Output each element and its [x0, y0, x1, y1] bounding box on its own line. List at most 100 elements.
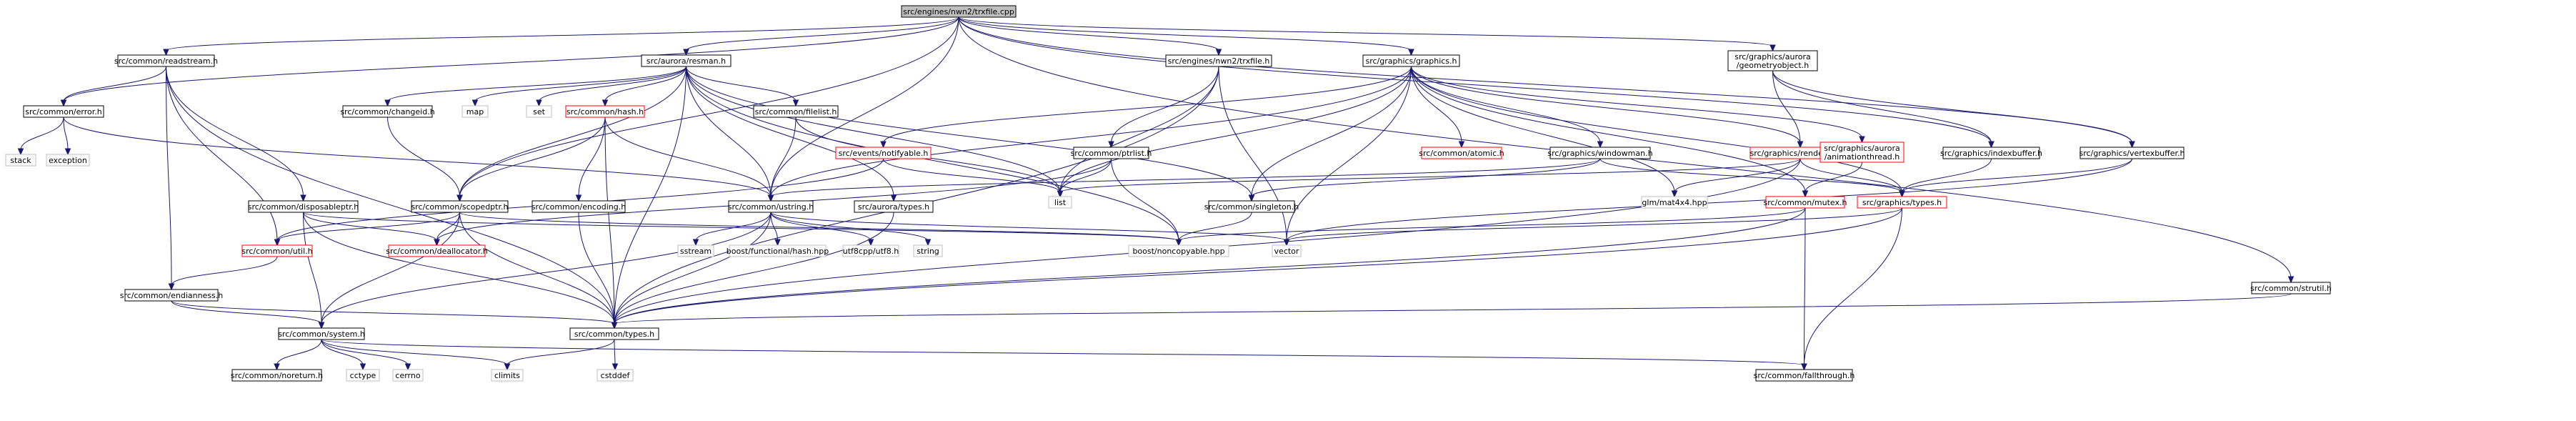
node-resman[interactable]: src/aurora/resman.h	[641, 54, 732, 67]
node-label: boost/functional/hash.hpp	[727, 247, 829, 256]
node-box	[1819, 142, 1904, 163]
edge-graphicsh-to-ustring	[767, 66, 1412, 202]
node-gtypes[interactable]: src/graphics/types.h	[1857, 196, 1947, 209]
node-encoding[interactable]: src/common/encoding.h	[531, 200, 626, 213]
edge-root-to-geomobj	[958, 16, 1776, 52]
edge-resman-to-scopedptr	[456, 66, 687, 202]
node-box	[728, 200, 814, 213]
node-mutex[interactable]: src/common/mutex.h	[1764, 196, 1847, 209]
node-label: src/common/deallocator.h	[386, 247, 488, 256]
node-label: src/aurora/types.h	[858, 202, 929, 212]
edge-nwn2trxh-to-vector	[1218, 66, 1290, 247]
edge-system-to-cctype	[321, 339, 366, 371]
node-windowman[interactable]: src/graphics/windowman.h	[1547, 147, 1653, 159]
node-ctypes[interactable]: src/common/types.h	[569, 327, 659, 340]
node-atomic[interactable]: src/common/atomic.h	[1419, 147, 1504, 159]
node-box	[1073, 147, 1149, 159]
node-auroratypes[interactable]: src/aurora/types.h	[854, 200, 934, 213]
node-climits: climits	[491, 369, 524, 382]
node-label: list	[1054, 198, 1067, 207]
node-ustring[interactable]: src/common/ustring.h	[728, 200, 814, 213]
edge-ustring-to-string	[770, 212, 932, 247]
edge-vertexbuffer-to-vector	[1283, 158, 2132, 247]
node-label: src/common/disposableptr.h	[248, 202, 359, 212]
edge-graphicsh-to-vector	[1283, 66, 1412, 247]
node-indexbuffer[interactable]: src/graphics/indexbuffer.h	[1940, 147, 2042, 159]
node-geomobj[interactable]: src/graphics/aurora/geometryobject.h	[1727, 50, 1818, 71]
node-label: src/common/ustring.h	[728, 202, 814, 212]
node-label: src/common/filelist.h	[755, 107, 837, 117]
node-graphicsh[interactable]: src/graphics/graphics.h	[1362, 54, 1460, 67]
node-root[interactable]: src/engines/nwn2/trxfile.cpp	[901, 5, 1017, 18]
arrowhead	[434, 239, 440, 247]
node-box	[392, 369, 424, 382]
node-readstream[interactable]: src/common/readstream.h	[114, 54, 218, 67]
node-box	[641, 54, 732, 67]
node-label: boost/noncopyable.hpp	[1132, 247, 1224, 256]
node-util[interactable]: src/common/util.h	[241, 244, 313, 257]
node-singleton[interactable]: src/common/singleton.h	[1204, 200, 1299, 213]
node-cstddef: cstddef	[596, 369, 634, 382]
node-vertexbuffer[interactable]: src/graphics/vertexbuffer.h	[2080, 147, 2185, 159]
node-sstream: sstream	[677, 244, 714, 257]
edge-graphicsh-to-notifyable	[880, 66, 1412, 149]
node-label: src/graphics/aurora	[1734, 52, 1811, 61]
node-changeid[interactable]: src/common/changeid.h	[340, 105, 435, 118]
node-system[interactable]: src/common/system.h	[278, 327, 365, 340]
edge-vertexbuffer-to-gtypes	[1899, 158, 2132, 198]
node-notifyable[interactable]: src/events/notifyable.h	[835, 147, 932, 159]
node-endianness[interactable]: src/common/endianness.h	[120, 289, 224, 302]
edge-util-to-endianness	[168, 256, 278, 291]
edge-renderable-to-ctypes	[611, 158, 1801, 330]
node-label: string	[917, 247, 939, 256]
node-fallthrough[interactable]: src/common/fallthrough.h	[1754, 369, 1855, 382]
node-strutil[interactable]: src/common/strutil.h	[2250, 282, 2332, 294]
arrowhead	[1108, 141, 1114, 149]
edge-mutex-to-fallthrough	[1801, 207, 1807, 371]
node-scopedptr[interactable]: src/common/scopedptr.h	[411, 200, 509, 213]
node-boosthash: boost/functional/hash.hpp	[727, 244, 829, 257]
edge-ustring-to-boosthash	[770, 212, 781, 247]
arrowhead	[318, 322, 325, 330]
node-animthread[interactable]: src/graphics/aurora/animationthread.h	[1819, 142, 1904, 163]
edge-ustring-to-utf8	[770, 212, 874, 247]
edge-resman-to-set	[536, 66, 687, 107]
node-label: src/common/fallthrough.h	[1754, 371, 1855, 380]
arrowhead	[359, 363, 366, 371]
node-list: list	[1048, 196, 1072, 209]
node-error[interactable]: src/common/error.h	[23, 105, 104, 118]
node-nwn2trxh[interactable]: src/engines/nwn2/trxfile.h	[1165, 54, 1272, 67]
node-label: src/common/changeid.h	[340, 107, 434, 117]
node-box	[1421, 147, 1502, 159]
arrowhead	[1057, 190, 1064, 198]
edge-graphicsh-to-gtypes	[1411, 66, 1905, 198]
arrowhead	[163, 49, 169, 56]
edge-error-to-ustring	[63, 117, 774, 202]
node-ptrlist[interactable]: src/common/ptrlist.h	[1071, 147, 1152, 159]
edge-resman-to-map	[471, 66, 687, 107]
arrowhead	[611, 322, 618, 330]
node-box	[461, 105, 489, 118]
edge-geomobj-to-renderable	[1772, 70, 1804, 149]
node-box	[531, 200, 626, 213]
edge-scopedptr-to-deallocator	[434, 212, 460, 247]
arrowhead	[601, 99, 609, 107]
arrowhead	[456, 194, 463, 202]
edge-nwn2trxh-to-ptrlist	[1108, 66, 1219, 149]
node-label: src/graphics/types.h	[1862, 198, 1942, 207]
node-disposable[interactable]: src/common/disposableptr.h	[248, 200, 359, 213]
node-box	[729, 244, 827, 257]
node-filelist[interactable]: src/common/filelist.h	[753, 105, 839, 118]
node-noncopyable: boost/noncopyable.hpp	[1128, 244, 1229, 257]
node-hash[interactable]: src/common/hash.h	[565, 105, 645, 118]
node-label: glm/mat4x4.hpp	[1642, 198, 1707, 207]
node-box	[1857, 196, 1947, 209]
arrowhead	[471, 99, 479, 107]
node-noreturn[interactable]: src/common/noreturn.h	[231, 369, 323, 382]
node-label: src/common/ptrlist.h	[1071, 149, 1152, 158]
arrowhead	[2287, 276, 2295, 284]
node-glm: glm/mat4x4.hpp	[1641, 196, 1708, 209]
edge-root-to-resman	[683, 16, 959, 56]
arrowhead	[168, 283, 175, 291]
node-deallocator[interactable]: src/common/deallocator.h	[386, 244, 488, 257]
